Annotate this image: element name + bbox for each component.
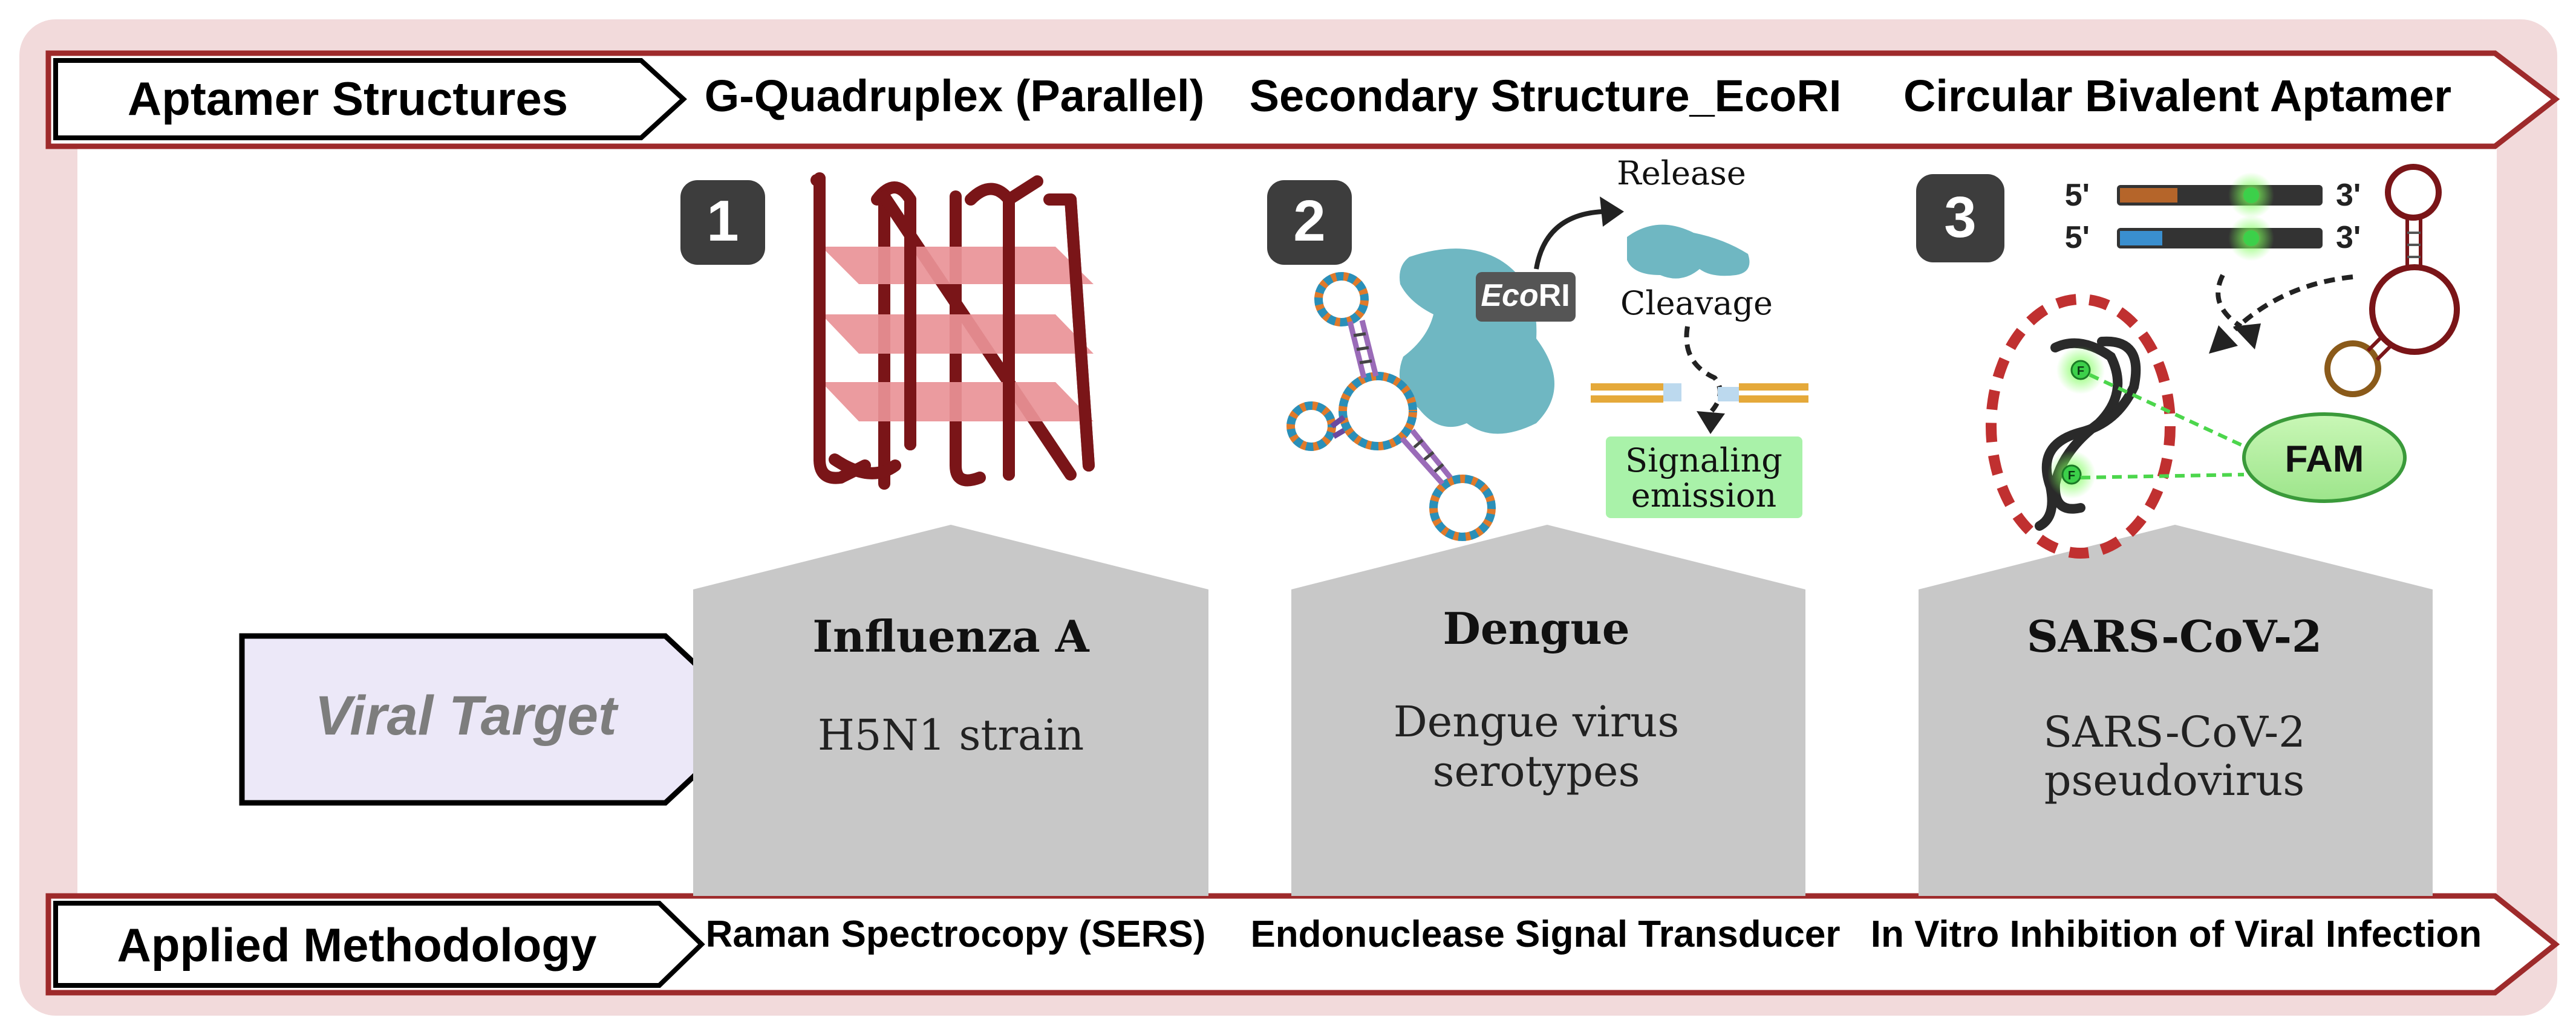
circular-aptamer-highlight: [1986, 294, 2176, 559]
footer-col-1: Raman Spectrocopy (SERS): [706, 913, 1206, 955]
ecori-label-box: [1476, 272, 1576, 322]
ecori-illustration: EcoRI Release Cleavage Signaling emissio…: [1286, 154, 1808, 541]
fam-label: FAM: [2285, 438, 2364, 480]
header-banner: [45, 50, 2560, 149]
release-label: Release: [1617, 154, 1746, 192]
target-detail-2a: Dengue virus: [1394, 697, 1680, 747]
target-detail-3b: pseudovirus: [2044, 756, 2305, 805]
cleavage-label: Cleavage: [1620, 284, 1773, 322]
svg-text:3: 3: [1944, 185, 1976, 250]
target-card-dengue: [1291, 525, 1805, 896]
step-badge-2: 2: [1267, 180, 1352, 265]
footer-label: Applied Methodology: [117, 918, 597, 972]
released-fragment: [1627, 224, 1750, 279]
header-label-arrow: [53, 58, 687, 140]
circular-bivalent-illustration: 5' 3' 5' 3': [1986, 164, 2460, 559]
fluor-label-bottom: F: [2068, 469, 2075, 482]
ecori-label-rest: RI: [1539, 278, 1570, 313]
strand2-three-prime: 3': [2336, 220, 2361, 255]
header-col-2: Secondary Structure_EcoRI: [1250, 71, 1842, 121]
footer-col-2: Endonuclease Signal Transducer: [1250, 913, 1840, 955]
target-detail-3a: SARS-CoV-2: [2043, 707, 2305, 757]
target-card-influenza: [693, 525, 1208, 896]
strand1-five-prime: 5': [2065, 178, 2090, 213]
svg-text:2: 2: [1293, 189, 1325, 253]
signaling-line-2: emission: [1631, 476, 1776, 514]
header-col-3: Circular Bivalent Aptamer: [1903, 71, 2451, 121]
target-detail-2b: serotypes: [1433, 747, 1640, 796]
target-card-sars: [1919, 525, 2433, 896]
signaling-line-1: Signaling: [1625, 441, 1782, 479]
step-badge-1: 1: [680, 180, 765, 265]
g-quadruplex-illustration: [810, 172, 1095, 490]
target-name-3: SARS-CoV-2: [2027, 611, 2322, 662]
header-label: Aptamer Structures: [128, 72, 568, 125]
viral-target-label: Viral Target: [315, 685, 619, 747]
target-name-2: Dengue: [1443, 603, 1629, 654]
signaling-emission-box: [1606, 436, 1802, 518]
svg-text:1: 1: [706, 189, 739, 253]
fluor-marker-top: [2070, 360, 2091, 380]
fluor-label-top: F: [2077, 365, 2084, 378]
ecori-label-italic: Eco: [1481, 278, 1538, 313]
strand2-five-prime: 5': [2065, 220, 2090, 255]
fluor-marker-bottom: [2061, 464, 2082, 485]
fam-ellipse: [2242, 412, 2407, 503]
target-name-1: Influenza A: [812, 611, 1089, 662]
header-col-1: G-Quadruplex (Parallel): [705, 71, 1205, 121]
strand1-three-prime: 3': [2336, 178, 2361, 213]
svg-text:EcoRI: EcoRI: [1481, 278, 1570, 313]
footer-label-arrow: [53, 901, 705, 988]
footer-col-3: In Vitro Inhibition of Viral Infection: [1871, 913, 2482, 955]
target-detail-1: H5N1 strain: [818, 710, 1084, 760]
step-badge-3: 3: [1916, 174, 2004, 262]
